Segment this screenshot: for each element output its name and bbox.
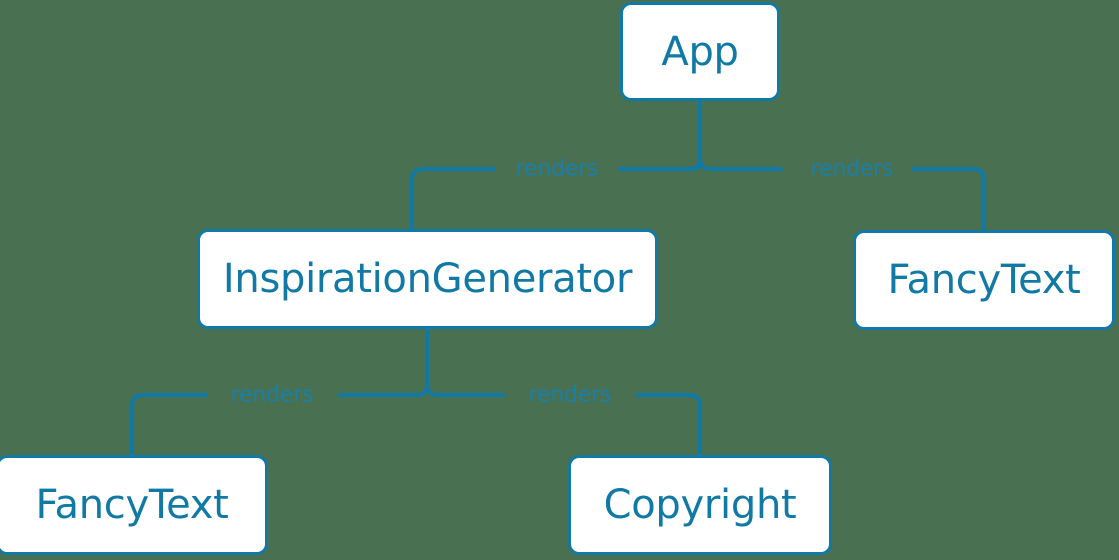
edge-label-inspiration-generator-to-copyright: renders bbox=[528, 382, 612, 408]
node-copyright-label: Copyright bbox=[603, 482, 797, 528]
node-inspiration-generator-label: InspirationGenerator bbox=[222, 256, 633, 302]
edge-inspiration-generator-to-copyright bbox=[425, 385, 702, 457]
node-app[interactable]: App bbox=[620, 2, 780, 101]
edge-label-app-to-fancytext-right: renders bbox=[810, 156, 894, 182]
node-fancytext-right-label: FancyText bbox=[887, 257, 1081, 303]
node-fancytext-bottom-left-label: FancyText bbox=[35, 482, 229, 528]
node-fancytext-right[interactable]: FancyText bbox=[853, 230, 1115, 330]
node-inspiration-generator[interactable]: InspirationGenerator bbox=[197, 229, 658, 329]
node-copyright[interactable]: Copyright bbox=[568, 455, 832, 555]
node-app-label: App bbox=[661, 28, 739, 75]
edge-app-to-fancytext-right bbox=[698, 159, 986, 232]
edge-label-app-to-inspiration-generator: renders bbox=[515, 156, 599, 182]
node-fancytext-bottom-left[interactable]: FancyText bbox=[0, 455, 268, 555]
edge-label-inspiration-generator-to-fancytext: renders bbox=[230, 382, 314, 408]
